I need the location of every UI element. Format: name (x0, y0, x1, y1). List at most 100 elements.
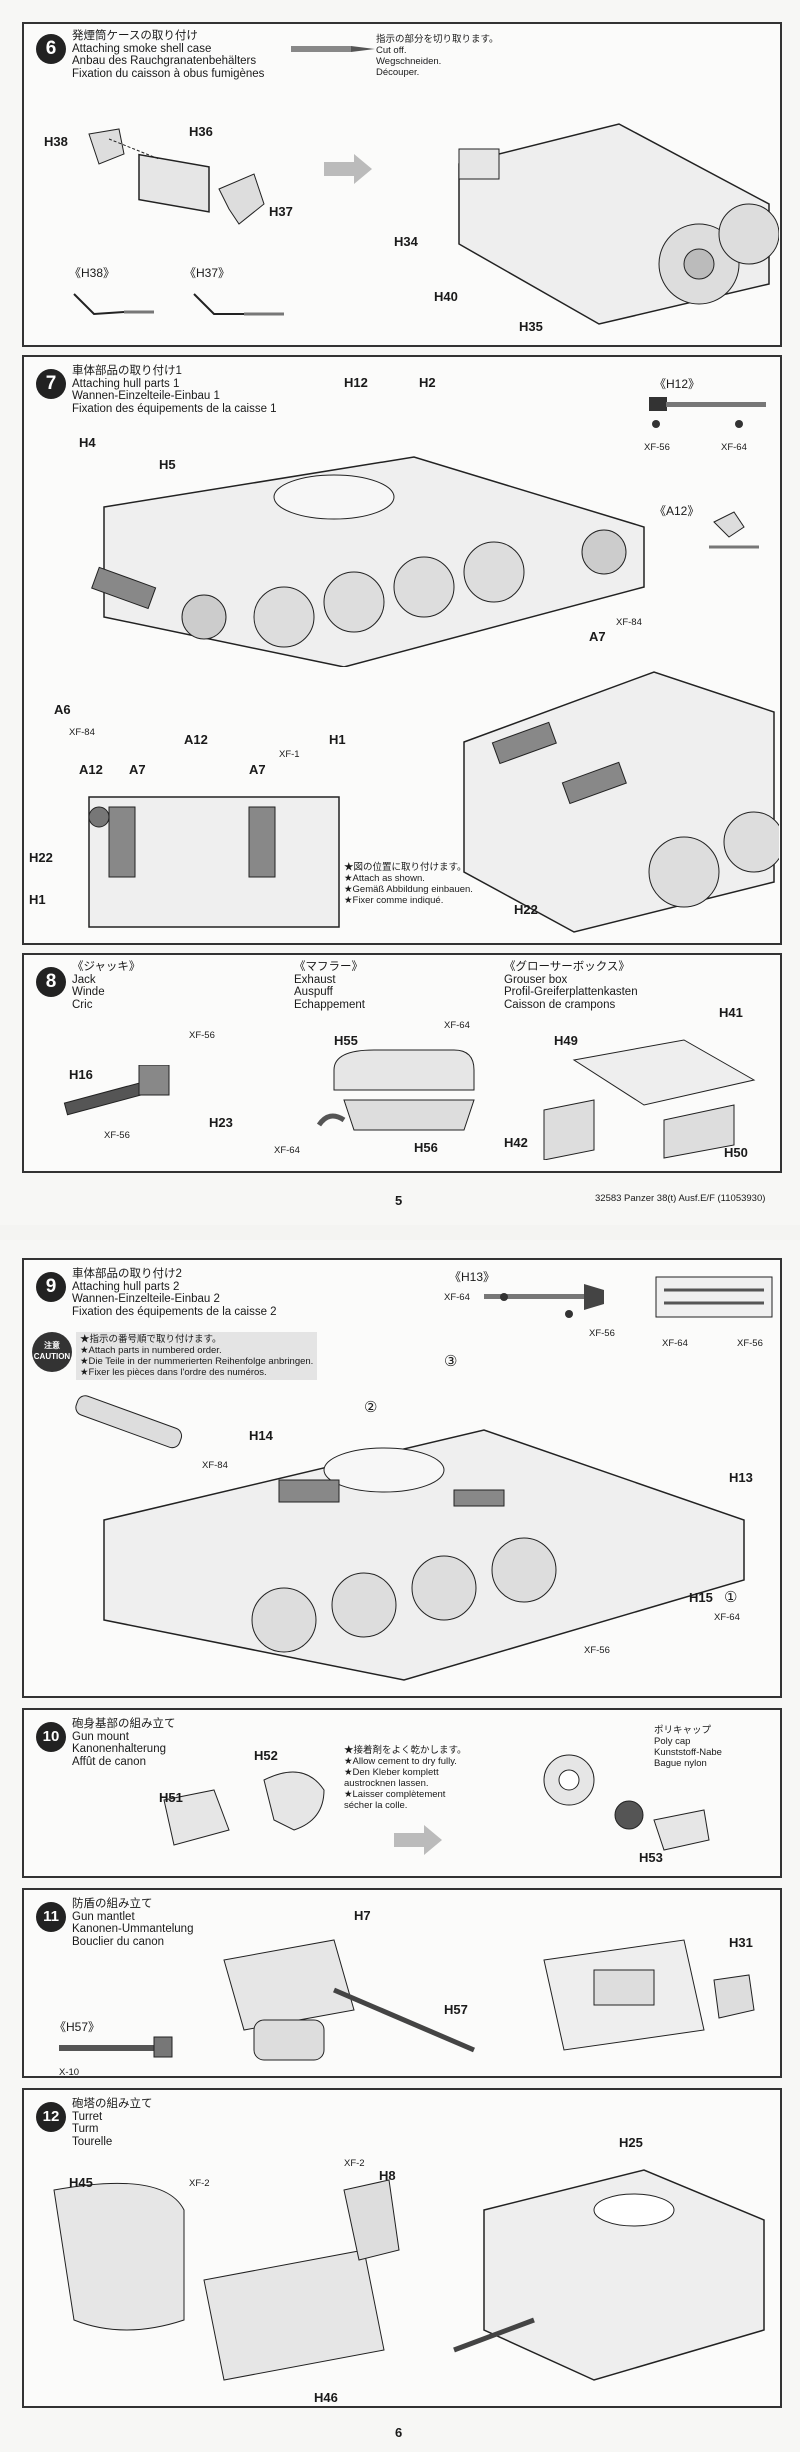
part-label: H34 (394, 234, 418, 249)
part-label: H51 (159, 1790, 183, 1805)
part-label: H13 (729, 1470, 753, 1485)
part-label: H14 (249, 1428, 273, 1443)
h57-detail-drawing (59, 2036, 173, 2058)
order-marker: ③ (444, 1353, 458, 1370)
caution-note: ★指示の番号順で取り付けます。★Attach parts in numbered… (76, 1332, 318, 1380)
part-label: A6 (54, 702, 71, 717)
grouser-box-drawing (543, 1039, 756, 1160)
part-label: H45 (69, 2175, 93, 2190)
tool-rack-icon (655, 1276, 773, 1318)
paint-code: XF-56 (104, 1130, 130, 1141)
page-number: 6 (395, 2425, 403, 2440)
part-label: H42 (504, 1135, 528, 1150)
step-number: 10 (36, 1722, 66, 1752)
part-label: H40 (434, 289, 458, 304)
part-label: H16 (69, 1067, 93, 1082)
detail-label: 《H37》 (184, 266, 231, 280)
tank-rear-drawing (458, 123, 779, 325)
part-label: H25 (619, 2135, 643, 2150)
part-label: A12 (79, 762, 103, 777)
paint-code: XF-64 (714, 1612, 740, 1623)
order-marker: ② (364, 1399, 378, 1416)
paint-code: XF-64 (721, 442, 747, 453)
paint-code: XF-56 (189, 1030, 215, 1041)
step-number: 8 (36, 967, 66, 997)
hull-drawing (91, 456, 645, 667)
cut-note: 指示の部分を切り取ります。Cut off. Wegschneiden.Décou… (376, 34, 499, 78)
part-label: H4 (79, 435, 96, 450)
paint-code: XF-64 (444, 1292, 470, 1303)
part-label: H56 (414, 1140, 438, 1155)
part-label: H15 (689, 1590, 713, 1605)
mantlet-drawing (223, 1939, 475, 2061)
part-label: H22 (29, 850, 53, 865)
detail-label: 《A12》 (654, 504, 700, 518)
grouser-box-title: 《グローサーボックス》Grouser box Profil-Greiferpla… (504, 961, 638, 1011)
part-label: H2 (419, 375, 436, 390)
paint-code: XF-64 (444, 1020, 470, 1031)
hammer-icon (649, 397, 766, 428)
paint-code: XF-64 (662, 1338, 688, 1349)
jack-drawing (63, 1065, 170, 1116)
detail-label: 《H12》 (654, 377, 701, 391)
detail-label: 《H38》 (69, 266, 116, 280)
part-label: H38 (44, 134, 68, 149)
part-label: H57 (444, 2002, 468, 2017)
part-label: H1 (329, 732, 346, 747)
arrow-icon (324, 154, 372, 184)
smoke-case-drawing (88, 128, 265, 225)
part-label: H31 (729, 1935, 753, 1950)
part-label: A7 (589, 629, 606, 644)
part-label: H52 (254, 1748, 278, 1763)
turret-parts-drawing (53, 2179, 400, 2381)
paint-code: X-10 (59, 2067, 80, 2078)
paint-code: XF-84 (202, 1460, 228, 1471)
paint-code: XF-56 (589, 1328, 615, 1339)
part-label: H12 (344, 375, 368, 390)
paint-code: XF-56 (584, 1645, 610, 1656)
order-marker: ① (724, 1589, 738, 1606)
turret-assembled-drawing (453, 2169, 765, 2381)
part-label: H35 (519, 319, 543, 334)
part-label: H46 (314, 2390, 338, 2405)
paint-code: XF-2 (344, 2158, 365, 2169)
mantlet-assembled-drawing (543, 1939, 755, 2051)
kit-footer: 32583 Panzer 38(t) Ausf.E/F (11053930) (595, 1193, 766, 1204)
part-label: H41 (719, 1005, 743, 1020)
paint-code: XF-84 (616, 617, 642, 628)
part-label: H1 (29, 892, 46, 907)
cement-note: ★接着剤をよく乾かします。★Allow cement to dry fully.… (344, 1745, 467, 1811)
part-label: H8 (379, 2168, 396, 2183)
part-label: H49 (554, 1033, 578, 1048)
part-label: H22 (514, 902, 538, 917)
cut-tool-icon (291, 46, 375, 52)
part-label: A7 (249, 762, 266, 777)
part-icon (709, 511, 759, 549)
hull-rear-drawing (463, 671, 779, 933)
part-label: H36 (189, 124, 213, 139)
gun-mount-drawing (163, 1771, 325, 1846)
part-label: H55 (334, 1033, 358, 1048)
polycap-assembly-drawing (543, 1754, 710, 1851)
page-number: 5 (395, 1193, 403, 1208)
step-number: 6 (36, 34, 66, 64)
paint-code: XF-2 (189, 2178, 210, 2189)
detail-label: 《H57》 (54, 2020, 101, 2034)
part-label: A12 (184, 732, 208, 747)
paint-code: XF-56 (644, 442, 670, 453)
step-number: 12 (36, 2102, 66, 2132)
